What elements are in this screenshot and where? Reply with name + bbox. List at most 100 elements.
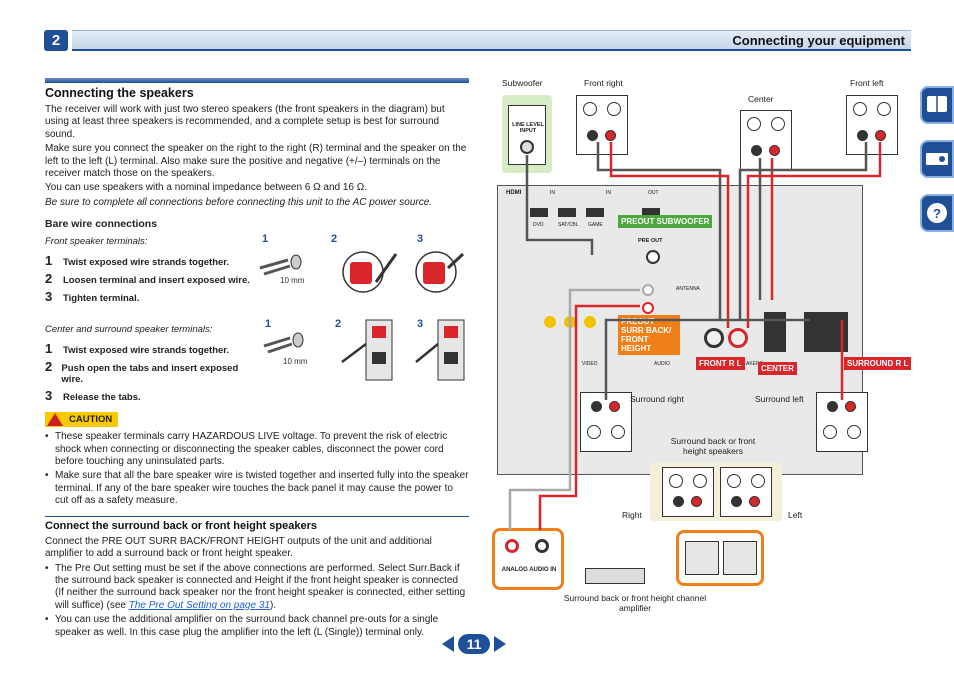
amplifier-front [585,568,645,584]
speaker-cone-icon [611,425,625,439]
side-tab-manual-icon[interactable] [920,86,954,124]
receiver-back-panel: HDMI IN IN OUT DVD SAT/CBL GAME PRE OUT … [497,185,863,475]
amplifier-input-panel: ANALOG AUDIO IN [492,528,564,590]
terminal-positive [691,496,702,507]
left-column: Connecting the speakers The receiver wil… [45,78,469,641]
page-number: 11 [458,634,490,654]
label-right: Right [622,510,642,520]
next-page-icon[interactable] [494,636,506,652]
front-fig-num-2: 2 [331,233,338,245]
front-l-terminal [728,328,748,348]
section-divider [45,515,469,517]
center-length-label: 10 mm [283,357,308,366]
prev-page-icon[interactable] [442,636,454,652]
center-fig-num-1: 1 [265,318,272,330]
center-terminal-illustration [263,319,465,381]
para-note: Be sure to complete all connections befo… [45,196,433,208]
panel-label-dvd: DVD [533,222,544,228]
label-front-left: Front left [850,78,884,88]
caution-badge: CAUTION [45,412,119,428]
label-left: Left [788,510,803,520]
terminal-positive [609,401,620,412]
front-terminal-illustration [259,251,465,293]
speaker-cone-icon [847,425,861,439]
terminal-negative [673,496,684,507]
label-subwoofer: Subwoofer [502,78,543,88]
caption-front: Front speaker terminals: [45,236,148,248]
panel-label-hdmi: HDMI [506,190,522,196]
terminal-negative [751,145,762,156]
caption-center: Center and surround speaker terminals: [45,324,213,336]
caution-bullet-1: These speaker terminals carry HAZARDOUS … [45,431,469,468]
svg-text:?: ? [933,206,941,221]
speaker-back-right [662,467,714,517]
speaker-cone-icon [587,425,601,439]
pre-out-setting-link[interactable]: The Pre Out Setting on page 31 [128,599,270,611]
speaker-cone-icon [607,102,621,116]
front-length-label: 10 mm [280,276,305,285]
terminal-positive [769,145,780,156]
speaker-cone-icon [751,474,765,488]
speaker-cone-icon [853,102,867,116]
chapter-badge: 2 [44,30,68,51]
analog-audio-in-label: ANALOG AUDIO IN [501,567,557,573]
panel-label-speakers: SPEAKERS [736,361,763,367]
tag-surround: SURROUND R L [844,357,912,370]
speaker-cone-icon [693,474,707,488]
preout-surr-back-jack-l [642,284,654,296]
terminal-negative [731,496,742,507]
terminal-positive [605,130,616,141]
front-fig-num-1: 1 [262,233,269,245]
terminal-positive [875,130,886,141]
subwoofer-box: LINE LEVEL INPUT [502,95,552,173]
speaker-center [740,110,792,170]
analog-in-jack-l [535,539,549,553]
panel-label-in-1: IN [550,190,555,196]
page-navigation: 11 [442,634,506,654]
hdmi-port [530,208,548,217]
para-surround-intro: Connect the PRE OUT SURR BACK/FRONT HEIG… [45,535,432,560]
header-title: Connecting your equipment [732,33,905,48]
speaker-cone-icon [771,117,785,131]
panel-label-video: VIDEO [582,361,598,367]
panel-label-audio: AUDIO [654,361,670,367]
speaker-cone-icon [669,474,683,488]
hdmi-port [558,208,576,217]
hdmi-port [642,208,660,217]
tag-preout-subwoofer: PREOUT SUBWOOFER [618,215,713,228]
label-surround-right: Surround right [630,394,684,404]
section-rule [45,78,469,83]
terminal-negative [857,130,868,141]
speaker-cone-icon [747,117,761,131]
terminal-negative [827,401,838,412]
panel-label-game: GAME [588,222,603,228]
panel-label-in-2: IN [606,190,611,196]
amp-speaker-terminal-r [685,541,719,575]
terminal-negative [587,130,598,141]
tag-preout-surr-back: PREOUT SURR BACK/ FRONT HEIGHT [618,315,680,355]
terminal-positive [749,496,760,507]
caution-bullet-2: Make sure that all the bare speaker wire… [45,470,469,507]
subwoofer-jack [520,140,534,154]
speaker-cone-icon [877,102,891,116]
label-center: Center [748,94,774,104]
terminal-negative [591,401,602,412]
preout-subwoofer-jack [646,250,660,264]
side-tab-receiver-icon[interactable] [920,140,954,178]
side-tab-help-icon[interactable]: ? [920,194,954,232]
tag-front: FRONT R L [696,357,745,370]
video-jack [544,316,556,328]
subhead-bare-wire: Bare wire connections [45,218,158,231]
speaker-front-left [846,95,898,155]
panel-label-satcbl: SAT/CBL [558,222,579,228]
center-terminal-block [764,312,786,352]
speaker-surround-left [816,392,868,452]
speaker-cone-icon [583,102,597,116]
video-jack [584,316,596,328]
